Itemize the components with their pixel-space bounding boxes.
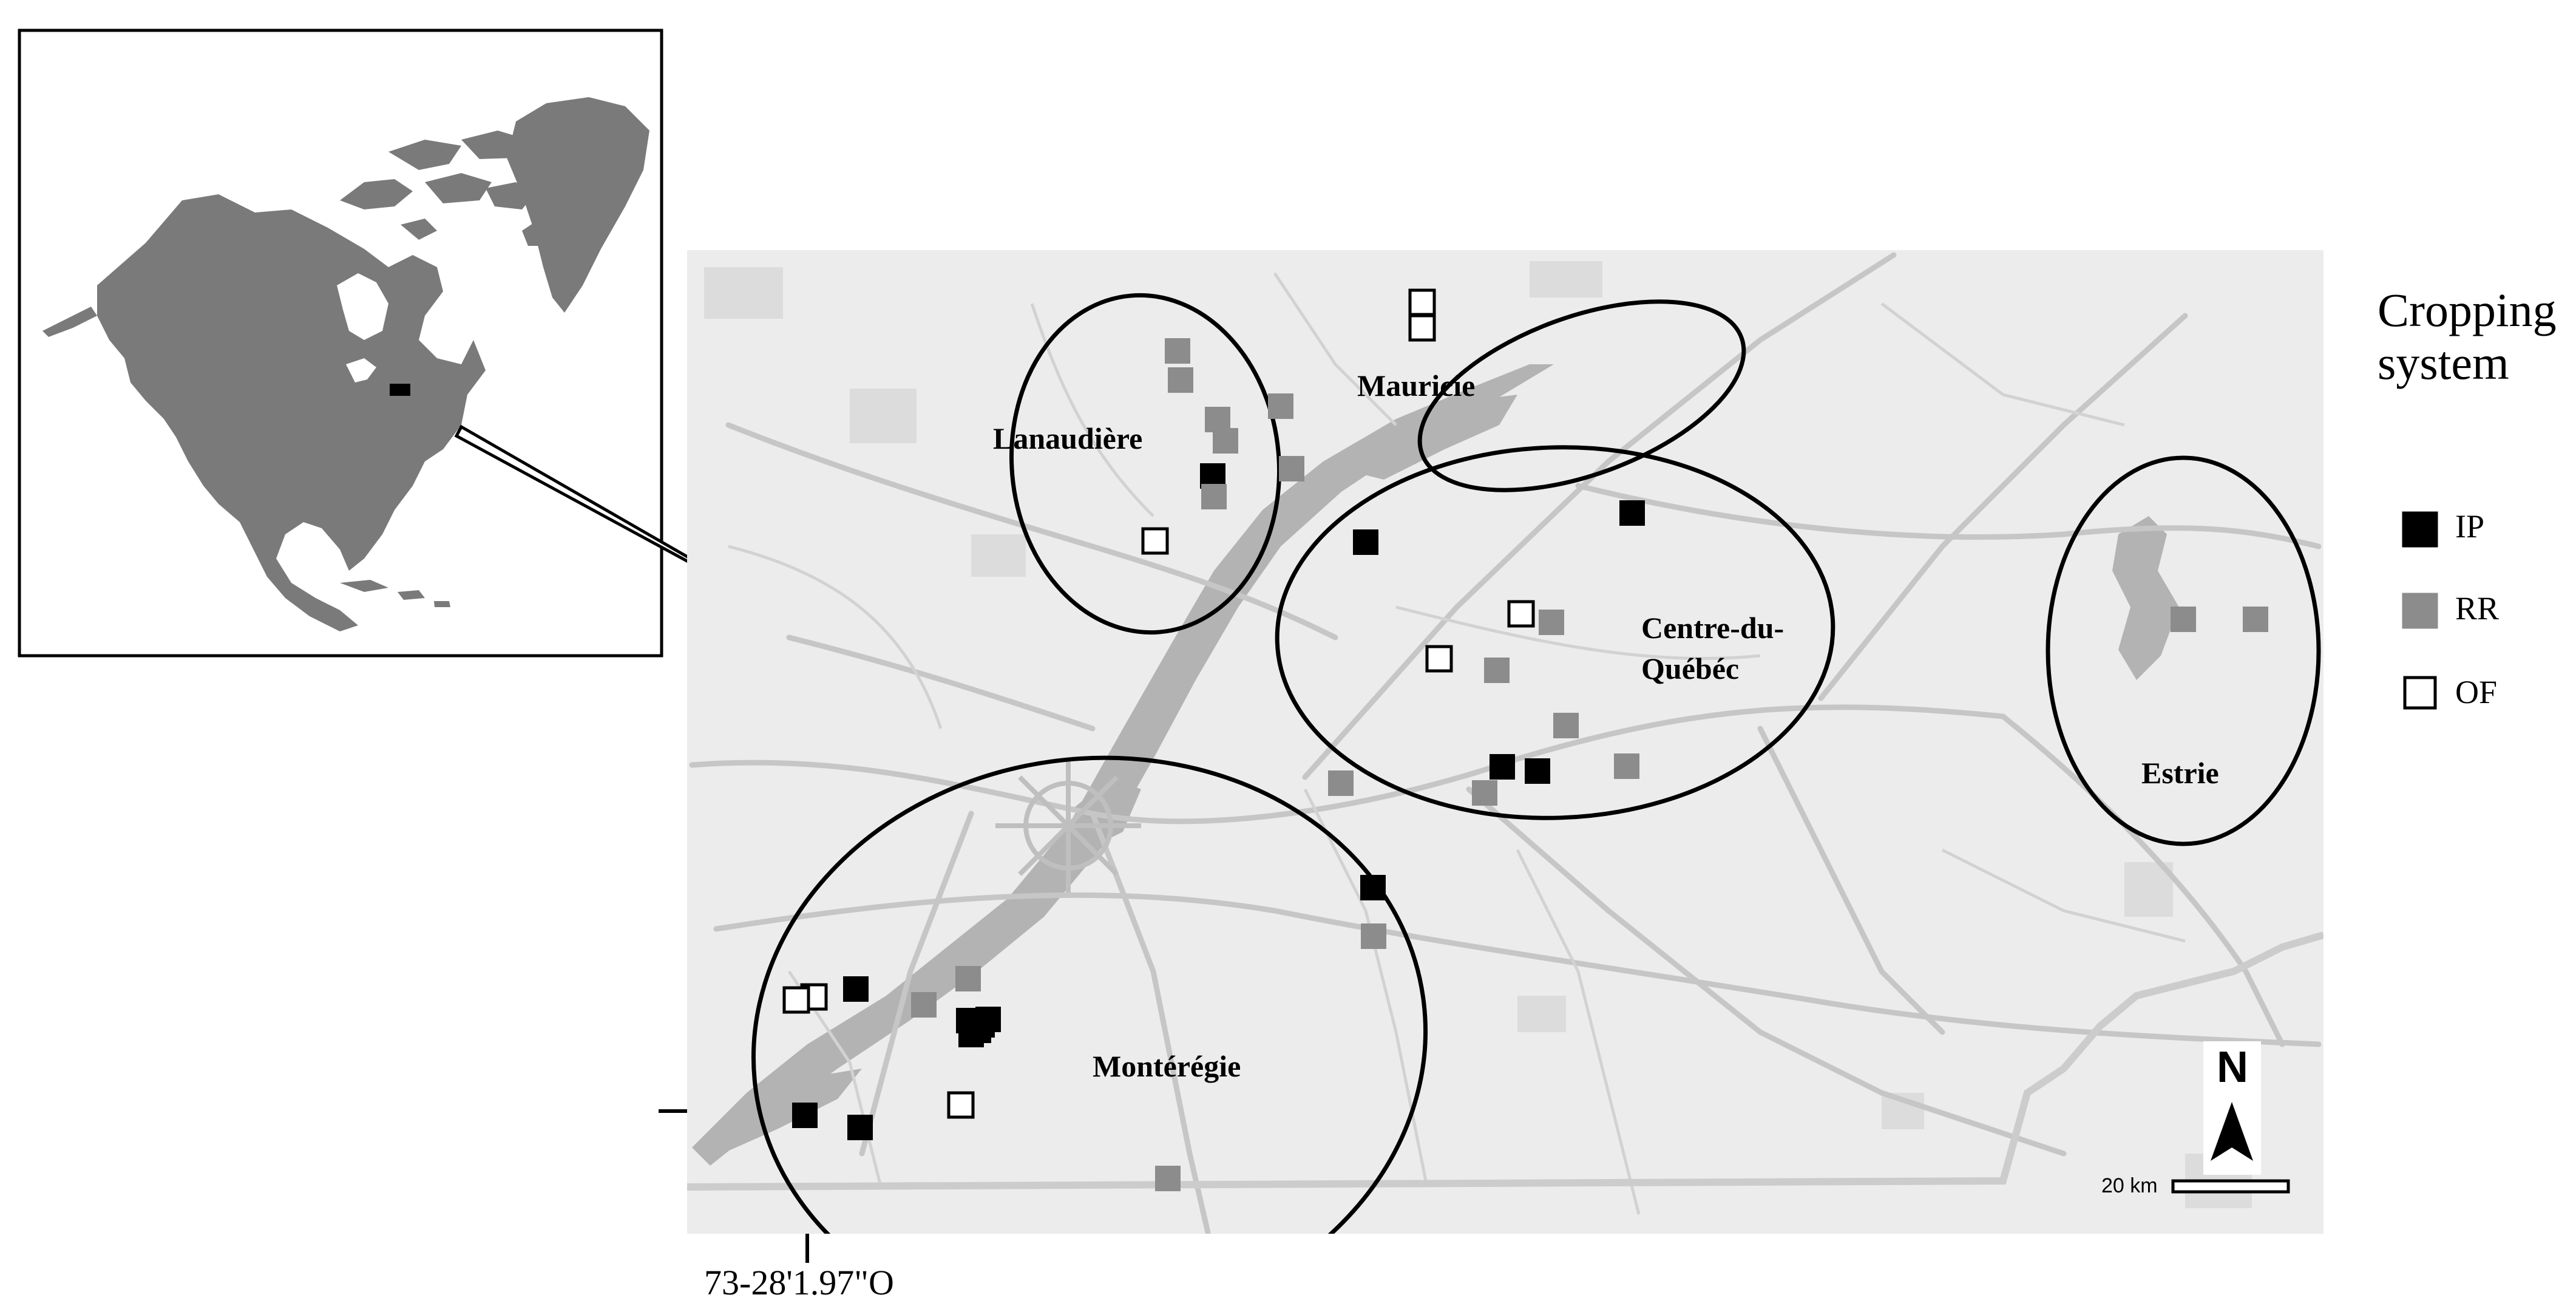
great-lakes (346, 358, 376, 382)
lanaudiere-ellipse (1009, 293, 1281, 635)
region-label-centre-du-quebec-line1: Centre-du- (1641, 611, 1784, 645)
study-area-locator-marker (390, 384, 410, 396)
north-arrow-label: N (2217, 1043, 2248, 1092)
estrie-ellipse (2046, 455, 2321, 846)
legend-swatch-rr (2402, 593, 2438, 629)
site-marker-rr (1155, 1166, 1181, 1191)
site-marker-ip (966, 1018, 991, 1043)
site-marker-rr (955, 966, 981, 991)
region-label-estrie: Estrie (2141, 756, 2219, 790)
site-marker-rr (1201, 484, 1227, 509)
site-marker-ip (1490, 754, 1515, 780)
site-marker-rr (1614, 753, 1639, 779)
site-marker-rr (1165, 338, 1190, 364)
region-label-monteregie: Montérégie (1093, 1049, 1241, 1083)
site-marker-rr (1553, 713, 1579, 738)
site-marker-ip (847, 1115, 873, 1140)
site-markers (782, 288, 2268, 1191)
site-marker-ip (1525, 758, 1550, 784)
north-arrow-icon (2211, 1102, 2253, 1161)
st-lawrence-river (692, 364, 1554, 1166)
region-ellipses (751, 293, 2321, 1234)
legend-label-ip: IP (2455, 508, 2484, 545)
greenland-landmass (507, 97, 649, 313)
site-marker-rr (911, 992, 937, 1018)
lac-saint-louis (710, 1069, 862, 1154)
site-marker-ip (1619, 500, 1645, 526)
site-marker-of (1408, 314, 1436, 342)
main-map: Lanaudière Mauricie Centre-du- Québéc Es… (687, 250, 2323, 1234)
site-marker-of (1141, 527, 1169, 555)
site-marker-rr (2171, 607, 2196, 632)
region-label-mauricie: Mauricie (1357, 369, 1475, 403)
legend-swatch-ip (2402, 511, 2438, 548)
north-arrow: N (2203, 1041, 2261, 1175)
site-marker-of (947, 1091, 975, 1119)
site-marker-rr (1268, 393, 1293, 419)
site-marker-of (782, 986, 810, 1014)
inset-map (18, 29, 663, 658)
legend-swatch-of (2403, 676, 2437, 710)
site-marker-ip (1360, 875, 1386, 900)
site-marker-rr (1168, 367, 1193, 393)
montreal-road-hub (995, 759, 1141, 892)
longitude-label: 73-28'1.97"O (704, 1263, 894, 1302)
site-marker-rr (1484, 658, 1510, 683)
site-marker-of (1408, 288, 1436, 316)
site-marker-ip (1353, 529, 1378, 555)
site-marker-rr (1279, 456, 1304, 481)
estrie-lakes (2112, 516, 2179, 680)
scale-bar-rule (2171, 1179, 2290, 1194)
site-marker-rr (1213, 428, 1238, 454)
alaska-peninsula (42, 307, 97, 337)
legend-label-rr: RR (2455, 590, 2499, 627)
legend-title-line2: system (2378, 336, 2509, 389)
centre-du-quebec-ellipse (1275, 445, 1835, 820)
region-label-lanaudiere: Lanaudière (993, 421, 1142, 455)
legend-label-of: OF (2455, 674, 2497, 710)
scale-bar-label: 20 km (2101, 1174, 2158, 1197)
region-label-centre-du-quebec-line2: Québéc (1641, 651, 1739, 685)
site-marker-of (1507, 600, 1535, 628)
site-marker-ip (792, 1103, 818, 1128)
site-marker-rr (1361, 923, 1386, 949)
lac-saint-pierre (1335, 395, 1517, 480)
road-network (689, 252, 2322, 1234)
land-cover-patches (704, 261, 2252, 1208)
scale-bar: 20 km (2101, 1174, 2290, 1197)
monteregie-ellipse (751, 755, 1428, 1234)
site-marker-of (1425, 645, 1453, 673)
site-marker-ip (843, 976, 869, 1002)
site-marker-rr (1472, 780, 1497, 806)
hudson-bay (337, 273, 388, 340)
legend: Cropping system IP RR OF (2378, 284, 2557, 710)
legend-title-line1: Cropping (2378, 284, 2557, 336)
site-marker-rr (1205, 407, 1230, 432)
mauricie-ellipse (1417, 299, 1746, 492)
site-marker-rr (2243, 607, 2268, 632)
site-marker-rr (1328, 770, 1354, 796)
canada-us-border (687, 931, 2323, 1191)
caribbean-islands (340, 580, 450, 607)
site-marker-rr (1539, 610, 1564, 635)
